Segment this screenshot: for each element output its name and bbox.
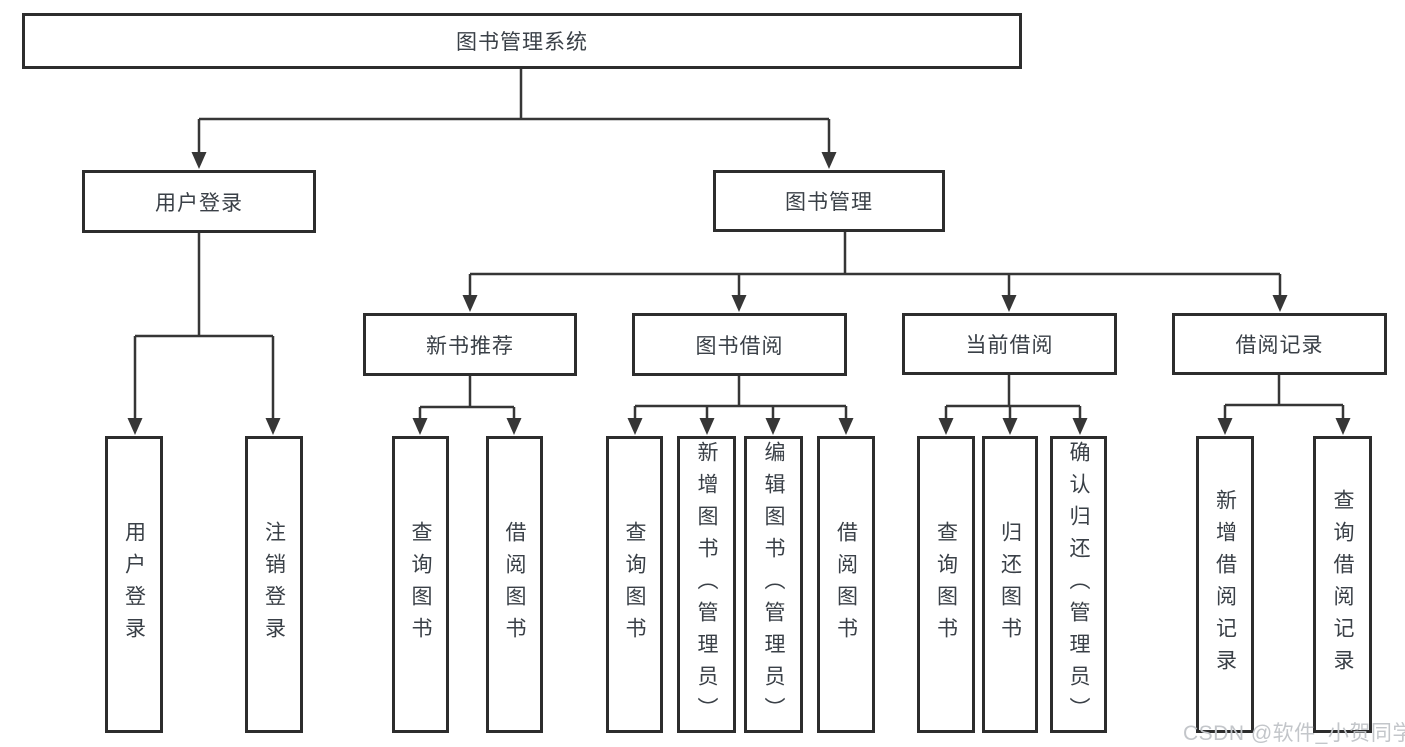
node-leaf-bb-add-books: 新增图书（管理员） xyxy=(677,436,736,733)
connector-current-borrow-children xyxy=(944,375,1082,420)
node-leaf-cb-return-books: 归还图书 xyxy=(982,436,1038,733)
node-book-borrow-label: 图书借阅 xyxy=(695,334,784,358)
watermark-text: CSDN @软件_小贺同学 xyxy=(1183,722,1405,745)
node-leaf-nb-query-books-label: 查询图书 xyxy=(409,520,432,649)
node-leaf-user-login: 用户登录 xyxy=(105,436,163,733)
node-user-login: 用户登录 xyxy=(82,170,316,233)
node-leaf-cb-confirm-return-label: 确认归还（管理员） xyxy=(1067,440,1090,729)
node-root-label: 图书管理系统 xyxy=(456,31,588,54)
node-leaf-logout-label: 注销登录 xyxy=(262,520,286,649)
node-leaf-cb-query-books: 查询图书 xyxy=(917,436,975,733)
node-borrow-record-label: 借阅记录 xyxy=(1235,334,1324,357)
node-user-login-label: 用户登录 xyxy=(155,191,243,215)
node-leaf-nb-query-books: 查询图书 xyxy=(392,436,449,733)
node-leaf-br-add-record: 新增借阅记录 xyxy=(1196,436,1254,733)
node-leaf-cb-query-books-label: 查询图书 xyxy=(934,520,958,649)
node-root: 图书管理系统 xyxy=(22,13,1022,69)
arrowheads xyxy=(127,152,1351,435)
node-leaf-br-add-record-label: 新增借阅记录 xyxy=(1213,488,1237,681)
node-book-mgmt-label: 图书管理 xyxy=(785,191,873,214)
node-leaf-bb-edit-books: 编辑图书（管理员） xyxy=(744,436,803,733)
connector-user-login-children xyxy=(133,233,275,420)
node-new-book-rec: 新书推荐 xyxy=(363,313,577,376)
node-leaf-bb-add-books-label: 新增图书（管理员） xyxy=(695,440,718,729)
node-current-borrow: 当前借阅 xyxy=(902,313,1117,375)
node-leaf-br-query-record-label: 查询借阅记录 xyxy=(1331,488,1354,681)
node-leaf-nb-borrow-books-label: 借阅图书 xyxy=(503,520,526,649)
node-leaf-cb-return-books-label: 归还图书 xyxy=(998,520,1022,649)
node-current-borrow-label: 当前借阅 xyxy=(965,334,1054,357)
node-leaf-bb-query-books-label: 查询图书 xyxy=(623,520,646,649)
connector-book-mgmt-children xyxy=(468,232,1282,298)
connector-borrow-record-children xyxy=(1223,375,1345,420)
connector-root-to-level2 xyxy=(197,69,831,154)
node-leaf-nb-borrow-books: 借阅图书 xyxy=(486,436,543,733)
node-leaf-user-login-label: 用户登录 xyxy=(122,520,146,649)
node-book-borrow: 图书借阅 xyxy=(632,313,847,376)
node-leaf-logout: 注销登录 xyxy=(245,436,303,733)
node-book-mgmt: 图书管理 xyxy=(713,170,945,232)
connector-book-borrow-children xyxy=(633,376,848,420)
node-leaf-bb-borrow-books-label: 借阅图书 xyxy=(834,520,858,649)
node-leaf-br-query-record: 查询借阅记录 xyxy=(1313,436,1372,733)
node-leaf-bb-query-books: 查询图书 xyxy=(606,436,663,733)
connector-new-book-children xyxy=(418,376,516,420)
node-new-book-rec-label: 新书推荐 xyxy=(426,334,514,358)
node-borrow-record: 借阅记录 xyxy=(1172,313,1387,375)
node-leaf-cb-confirm-return: 确认归还（管理员） xyxy=(1050,436,1107,733)
node-leaf-bb-edit-books-label: 编辑图书（管理员） xyxy=(762,440,785,729)
node-leaf-bb-borrow-books: 借阅图书 xyxy=(817,436,875,733)
